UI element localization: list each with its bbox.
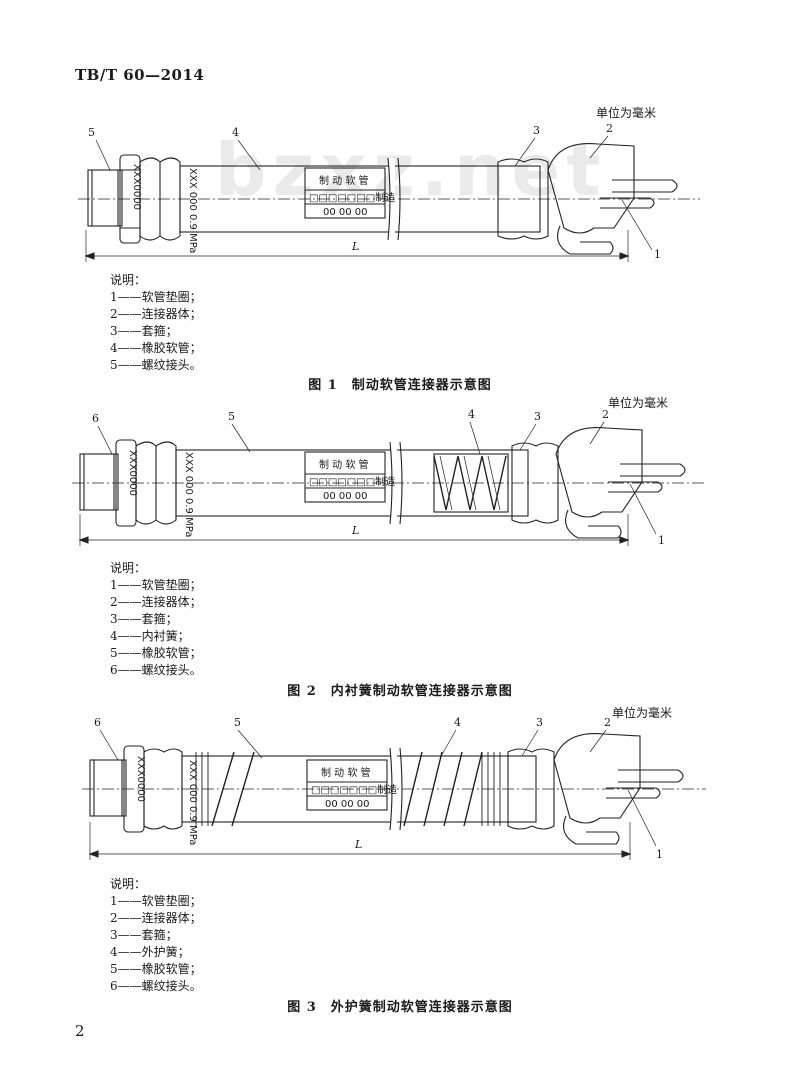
callout-3: 3 bbox=[534, 410, 541, 423]
unit-note: 单位为毫米 bbox=[596, 106, 657, 120]
nut-marking: XXX0000 bbox=[131, 164, 142, 210]
pressure-marking: XXX 000 0.9 MPa bbox=[183, 452, 194, 537]
hose-diagram: 5 4 3 2 1 L 制 动 软 管 □□□□□□□制造 00 00 00 X… bbox=[78, 122, 700, 262]
callout-1: 1 bbox=[658, 534, 665, 547]
clamp bbox=[497, 158, 549, 240]
plate-maker: □□□□□□□制造 bbox=[309, 475, 395, 488]
pressure-marking: XXX 000 0.9 MPa bbox=[187, 760, 198, 845]
callout-1: 1 bbox=[654, 248, 661, 261]
nut-marking: XXX0000 bbox=[127, 450, 138, 496]
callout-4: 4 bbox=[468, 408, 475, 421]
legend-item: 4——橡胶软管； bbox=[110, 341, 202, 355]
nut-marking: XXX0000 bbox=[135, 756, 146, 802]
dimension-label: L bbox=[351, 524, 359, 537]
callout-2: 2 bbox=[606, 122, 613, 135]
legend-item: 5——橡胶软管； bbox=[110, 646, 202, 660]
legend-item: 1——软管垫圈； bbox=[110, 578, 202, 592]
page-number: 2 bbox=[75, 1022, 85, 1040]
callout-5: 5 bbox=[234, 716, 241, 729]
figure-3: 单位为毫米 bbox=[0, 704, 800, 1015]
legend-item: 3——套箍； bbox=[110, 928, 178, 942]
plate-date: 00 00 00 bbox=[325, 799, 370, 810]
legend-item: 2——连接器体； bbox=[110, 911, 202, 925]
callout-3: 3 bbox=[533, 124, 540, 137]
legend-item: 4——内衬簧； bbox=[110, 629, 190, 643]
plate-title: 制 动 软 管 bbox=[319, 174, 369, 187]
legend-item: 5——螺纹接头。 bbox=[110, 358, 202, 372]
plate-title: 制 动 软 管 bbox=[321, 766, 371, 779]
hose-diagram: 6 5 4 3 2 1 L 制 动 软 管 □□□□□□□制造 00 00 00… bbox=[72, 408, 706, 547]
legend-item: 4——外护簧； bbox=[110, 945, 190, 959]
thread-fitting bbox=[87, 169, 123, 227]
plate-maker: □□□□□□□制造 bbox=[311, 783, 397, 796]
callout-4: 4 bbox=[454, 716, 461, 729]
callout-6: 6 bbox=[92, 412, 99, 425]
legend: 说明： 1——软管垫圈； 2——连接器体； 3——套箍； 4——橡胶软管； 5—… bbox=[110, 273, 202, 372]
callout-5: 5 bbox=[228, 410, 235, 423]
legend-item: 6——螺纹接头。 bbox=[110, 979, 202, 993]
figure-caption: 图 1 制动软管连接器示意图 bbox=[308, 378, 492, 393]
legend-item: 1——软管垫圈； bbox=[110, 290, 202, 304]
legend: 说明： 1——软管垫圈； 2——连接器体； 3——套箍； 4——内衬簧； 5——… bbox=[110, 561, 202, 677]
callout-2: 2 bbox=[604, 716, 611, 729]
legend-item: 1——软管垫圈； bbox=[110, 894, 202, 908]
callout-3: 3 bbox=[536, 716, 543, 729]
plate-title: 制 动 软 管 bbox=[319, 458, 369, 471]
legend-item: 3——套箍； bbox=[110, 324, 178, 338]
document-code: TB/T 60—2014 bbox=[75, 66, 205, 84]
figure-caption: 图 3 外护簧制动软管连接器示意图 bbox=[287, 1000, 513, 1015]
legend-item: 3——套箍； bbox=[110, 612, 178, 626]
figure-caption: 图 2 内衬簧制动软管连接器示意图 bbox=[287, 684, 513, 699]
dimension-label: L bbox=[354, 838, 362, 851]
clamp bbox=[511, 442, 559, 524]
legend-item: 5——橡胶软管； bbox=[110, 962, 202, 976]
figure-1: 单位为毫米 bbox=[0, 100, 800, 393]
plate-date: 00 00 00 bbox=[323, 491, 368, 502]
unit-note: 单位为毫米 bbox=[608, 396, 669, 410]
callout-6: 6 bbox=[94, 716, 101, 729]
dimension-label: L bbox=[351, 240, 359, 253]
callout-2: 2 bbox=[602, 408, 609, 421]
callout-1: 1 bbox=[656, 848, 663, 861]
figure-2: 单位为毫米 bbox=[0, 394, 800, 700]
pressure-marking: XXX 000 0.9 MPa bbox=[187, 168, 198, 253]
plate-maker: □□□□□□□制造 bbox=[309, 191, 395, 204]
unit-note: 单位为毫米 bbox=[612, 706, 673, 720]
callout-5: 5 bbox=[88, 126, 95, 139]
watermark: bzxz.net bbox=[215, 128, 607, 212]
legend-item: 2——连接器体； bbox=[110, 307, 202, 321]
legend-item: 2——连接器体； bbox=[110, 595, 202, 609]
legend: 说明： 1——软管垫圈； 2——连接器体； 3——套箍； 4——外护簧； 5——… bbox=[110, 877, 202, 993]
callout-4: 4 bbox=[232, 126, 239, 139]
legend-item: 6——螺纹接头。 bbox=[110, 663, 202, 677]
label-plate bbox=[304, 167, 386, 219]
plate-date: 00 00 00 bbox=[323, 207, 368, 218]
hose-diagram: 6 5 4 3 2 1 L 制 动 软 管 □□□□□□□制造 00 00 00… bbox=[82, 716, 706, 861]
ferrule bbox=[139, 157, 181, 241]
